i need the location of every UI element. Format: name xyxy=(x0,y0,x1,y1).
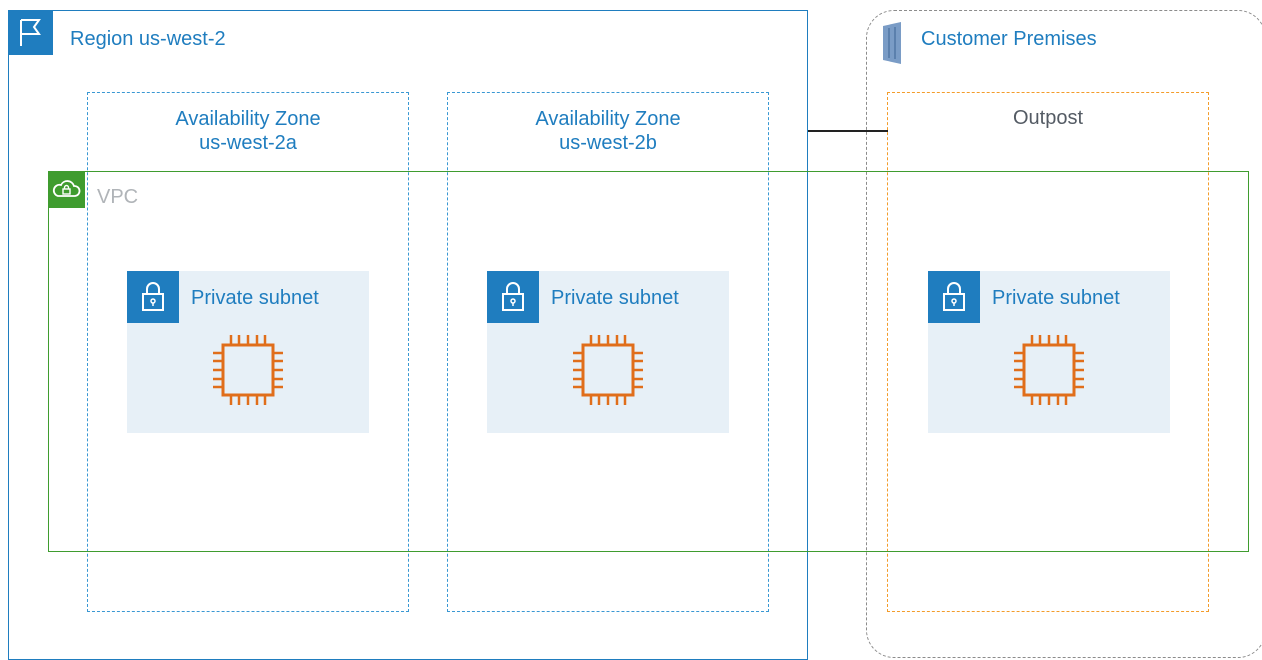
private-subnet: Private subnet xyxy=(487,271,729,433)
private-subnet: Private subnet xyxy=(928,271,1170,433)
availability-zone-label: Availability Zone us-west-2a xyxy=(175,108,321,154)
subnet-label: Private subnet xyxy=(992,287,1120,309)
subnet-label: Private subnet xyxy=(551,287,679,309)
subnet-label: Private subnet xyxy=(191,287,319,309)
availability-zone-a: Availability Zone us-west-2a xyxy=(87,92,409,612)
lock-icon xyxy=(928,271,980,323)
connection-line xyxy=(808,130,888,132)
ec2-instance-icon xyxy=(205,327,291,413)
flag-icon xyxy=(8,10,53,55)
lock-icon xyxy=(487,271,539,323)
outpost-label: Outpost xyxy=(1012,107,1084,129)
region-label: Region us-west-2 xyxy=(70,28,226,50)
ec2-instance-icon xyxy=(565,327,651,413)
building-icon xyxy=(877,18,907,68)
customer-premises-label: Customer Premises xyxy=(921,28,1097,50)
vpc-cloud-lock-icon xyxy=(48,171,85,208)
outpost-container: Outpost xyxy=(887,92,1209,612)
availability-zone-b: Availability Zone us-west-2b xyxy=(447,92,769,612)
ec2-instance-icon xyxy=(1006,327,1092,413)
vpc-container xyxy=(48,171,1249,552)
vpc-label: VPC xyxy=(97,186,139,208)
lock-icon xyxy=(127,271,179,323)
availability-zone-label: Availability Zone us-west-2b xyxy=(535,108,681,154)
private-subnet: Private subnet xyxy=(127,271,369,433)
